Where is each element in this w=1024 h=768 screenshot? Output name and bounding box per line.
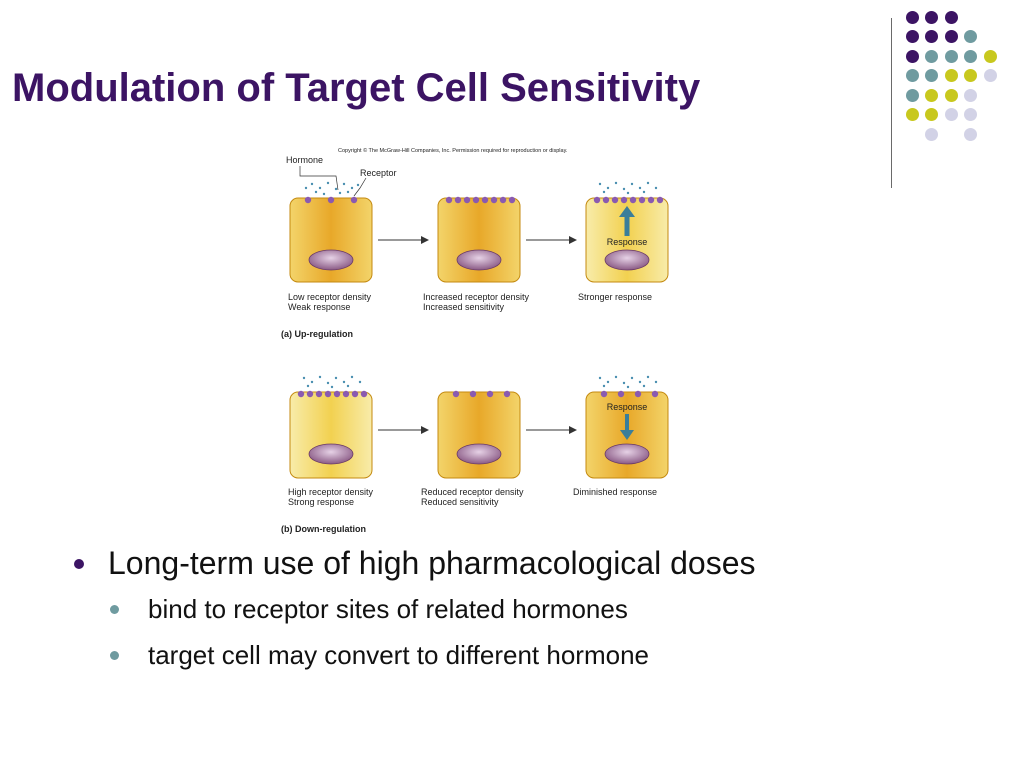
decorative-dot bbox=[983, 49, 997, 63]
up-cell-3: Response bbox=[585, 181, 669, 283]
up-response-label: Response bbox=[607, 237, 648, 247]
down-response-label: Response bbox=[607, 402, 648, 412]
decorative-dot bbox=[964, 127, 977, 141]
decorative-dot bbox=[944, 30, 958, 43]
decorative-dot bbox=[964, 69, 977, 82]
down-cell1-line2: Strong response bbox=[288, 497, 354, 507]
bullet-main: Long-term use of high pharmacological do… bbox=[72, 540, 755, 586]
decorative-dot bbox=[925, 49, 938, 63]
decorative-dot bbox=[925, 127, 938, 141]
down-regulation-caption: (b) Down-regulation bbox=[281, 524, 366, 534]
up-cell3-line1: Stronger response bbox=[578, 292, 652, 302]
down-cell2-line1: Reduced receptor density bbox=[421, 487, 524, 497]
decorative-dot bbox=[944, 88, 958, 102]
figure-svg: Copyright © The McGraw-Hill Companies, I… bbox=[281, 147, 669, 534]
divider-line bbox=[891, 18, 892, 188]
label-receptor: Receptor bbox=[360, 168, 397, 178]
up-cell1-line2: Weak response bbox=[288, 302, 350, 312]
slide-title: Modulation of Target Cell Sensitivity bbox=[12, 66, 701, 110]
decorative-dot bbox=[944, 108, 958, 121]
up-cell2-line2: Increased sensitivity bbox=[423, 302, 505, 312]
decorative-dot-grid bbox=[0, 0, 1024, 200]
up-cell1-line1: Low receptor density bbox=[288, 292, 372, 302]
up-cell-1 bbox=[289, 181, 373, 283]
decorative-dot bbox=[964, 108, 977, 121]
bullet-sub-1: bind to receptor sites of related hormon… bbox=[108, 586, 755, 632]
label-hormone: Hormone bbox=[286, 155, 323, 165]
decorative-dot bbox=[905, 108, 919, 121]
bullet-list: Long-term use of high pharmacological do… bbox=[72, 540, 755, 678]
decorative-dot bbox=[944, 49, 958, 63]
decorative-dot bbox=[944, 10, 958, 24]
decorative-dot bbox=[964, 49, 977, 63]
decorative-dot bbox=[905, 49, 919, 63]
up-regulation-caption: (a) Up-regulation bbox=[281, 329, 353, 339]
copyright-text: Copyright © The McGraw-Hill Companies, I… bbox=[338, 147, 568, 154]
decorative-dot bbox=[925, 69, 938, 82]
hormone-leader-line bbox=[299, 166, 339, 191]
down-cell1-line1: High receptor density bbox=[288, 487, 374, 497]
decorative-dot bbox=[983, 69, 997, 82]
decorative-dot bbox=[905, 69, 919, 82]
decorative-dot bbox=[905, 10, 919, 24]
decorative-dot bbox=[905, 88, 919, 102]
receptor-regulation-figure: Copyright © The McGraw-Hill Companies, I… bbox=[278, 140, 688, 540]
down-cell2-line2: Reduced sensitivity bbox=[421, 497, 499, 507]
bullet-sub-2: target cell may convert to different hor… bbox=[108, 632, 755, 678]
up-cell2-line1: Increased receptor density bbox=[423, 292, 530, 302]
decorative-dot bbox=[925, 10, 938, 24]
up-regulation-row: Response Low receptor density Weak respo… bbox=[281, 181, 669, 339]
decorative-dot bbox=[925, 30, 938, 43]
decorative-dot bbox=[964, 30, 977, 43]
down-cell3-line1: Diminished response bbox=[573, 487, 657, 497]
down-cell-1 bbox=[289, 375, 373, 479]
up-cell-2 bbox=[437, 196, 521, 283]
decorative-dot bbox=[925, 108, 938, 121]
decorative-dot bbox=[925, 88, 938, 102]
down-regulation-row: Response High receptor density Strong re… bbox=[281, 375, 669, 534]
down-cell-2 bbox=[437, 390, 521, 479]
down-cell-3: Response bbox=[585, 375, 669, 479]
decorative-dot bbox=[964, 88, 977, 102]
decorative-dot bbox=[944, 69, 958, 82]
decorative-dot bbox=[905, 30, 919, 43]
receptor-leader-line bbox=[353, 177, 367, 197]
